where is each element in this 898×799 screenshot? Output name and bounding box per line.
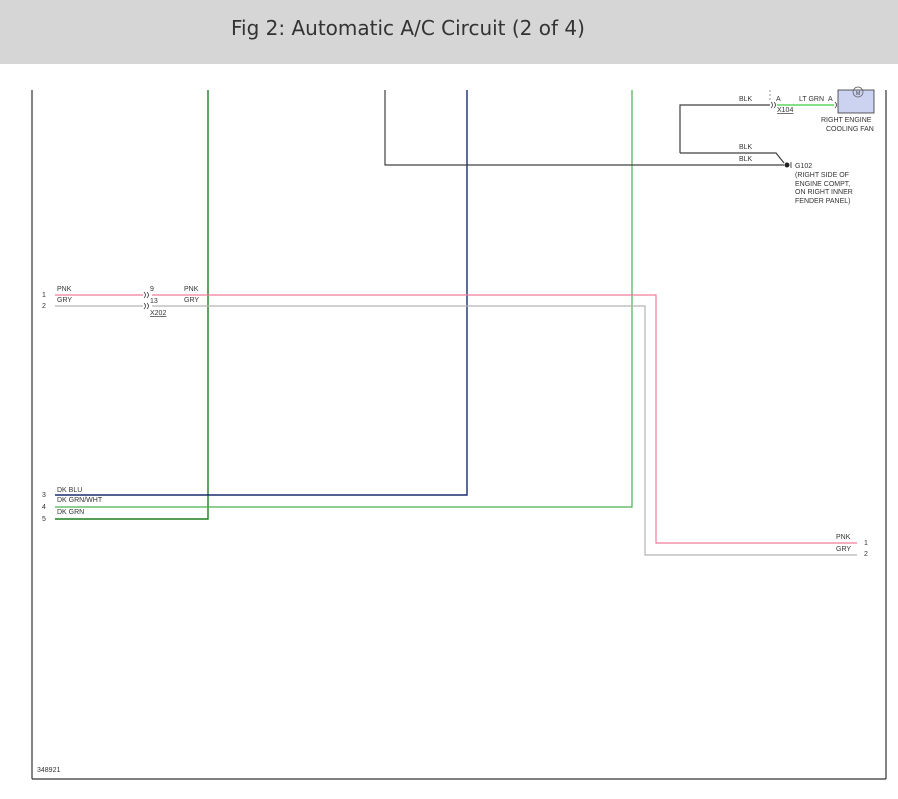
pin-5: 5 [42,516,46,523]
wire-dk-grn [55,90,209,520]
motor-symbol-icon [852,86,864,98]
right-wire-label-pnk: PNK [836,534,851,541]
wire-gry [152,305,857,556]
x202-connector-pnk-icon [143,291,149,299]
wire-label-dk-blu: DK BLU [57,487,82,494]
wire-blk-main [384,90,784,166]
x202-pin-gry: 13 [150,298,158,305]
pin-2: 2 [42,303,46,310]
ground-desc-line3: ON RIGHT INNER [795,189,853,196]
ground-wire-label-blk-2: BLK [739,156,753,163]
ground-desc-line1: (RIGHT SIDE OF [795,172,849,179]
pin-1: 1 [42,292,46,299]
motor-symbol-text: M [856,91,860,97]
figure-id: 348921 [37,767,60,774]
wire-label-dk-grn: DK GRN [57,509,84,516]
wire-dk-blu [55,90,468,496]
wire-label-gry: GRY [57,297,72,304]
pin-4: 4 [42,504,46,511]
x104-name: X104 [777,107,793,114]
fan-pin-a-left: A [776,96,781,103]
cooling-fan-motor-icon [837,89,875,114]
x202-out-gry: GRY [184,297,199,304]
fan-connector-icon [834,101,837,109]
ground-desc-line4: FENDER PANEL) [795,198,851,205]
pin-3: 3 [42,492,46,499]
ground-name: G102 [795,163,812,170]
fan-pin-a-right: A [828,96,833,103]
wire-pnk [152,294,857,544]
right-wire-label-gry: GRY [836,546,851,553]
wire-dk-grn-wht [55,90,633,508]
wire-label-pnk: PNK [57,286,72,293]
wire-blk-fan-top [679,104,770,153]
g102-ground-icon [784,162,790,168]
x202-connector-gry-icon [143,302,149,310]
x104-connector-icon [770,101,776,109]
x202-out-pnk: PNK [184,286,199,293]
x202-name: X202 [150,310,166,317]
figure-header: Fig 2: Automatic A/C Circuit (2 of 4) [0,0,898,64]
ground-wire-label-blk-1: BLK [739,144,753,151]
fan-label-line1: RIGHT ENGINE [821,117,872,124]
fan-wire-label-lt-grn: LT GRN [799,96,824,103]
ground-desc-line2: ENGINE COMPT, [795,181,850,188]
wire-label-dk-grn-wht: DK GRN/WHT [57,497,103,504]
right-pin-1: 1 [864,540,868,547]
fan-label-line2: COOLING FAN [826,126,874,133]
wire-blk-fan [680,152,785,164]
fan-wire-label-blk: BLK [739,96,753,103]
figure-title: Fig 2: Automatic A/C Circuit (2 of 4) [231,16,585,40]
right-pin-2: 2 [864,551,868,558]
x202-pin-pnk: 9 [150,286,154,293]
